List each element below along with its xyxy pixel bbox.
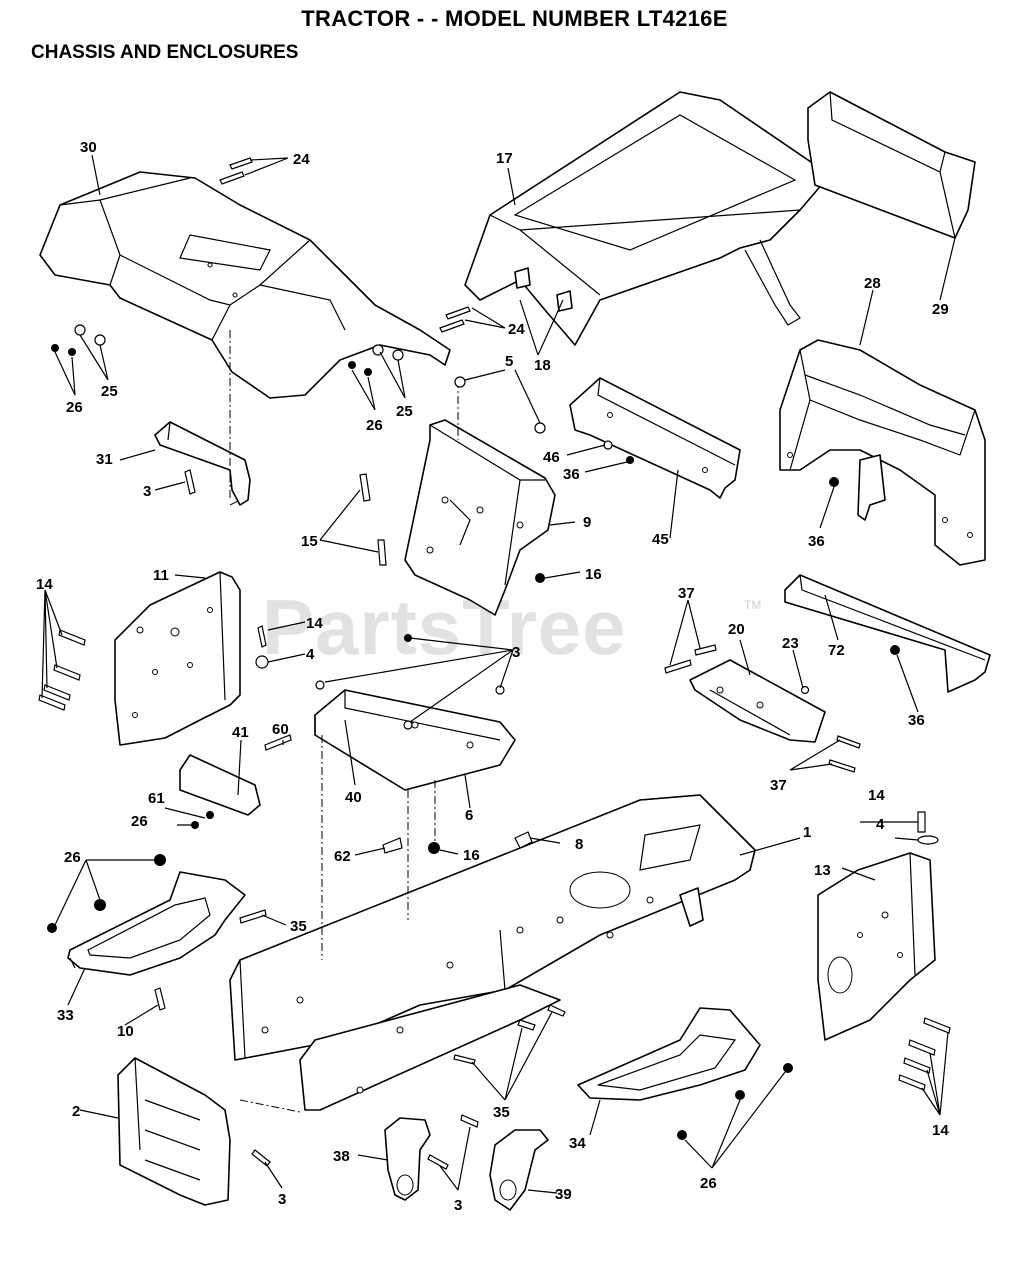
callout-36: 36 [808, 533, 825, 550]
callout-11: 11 [153, 567, 169, 584]
part-bracket-45 [569, 377, 741, 499]
callout-34: 34 [569, 1135, 586, 1152]
callout-25: 25 [101, 383, 118, 400]
part-footrest-34 [577, 1007, 761, 1101]
part-side-panel-13 [817, 852, 936, 1041]
part-hood-30 [39, 171, 451, 399]
callout-3: 3 [512, 644, 520, 661]
callout-38: 38 [333, 1148, 350, 1165]
callout-39: 39 [555, 1186, 572, 1203]
callout-26: 26 [131, 813, 148, 830]
callout-3: 3 [143, 483, 151, 500]
part-bracket-2 [117, 1057, 231, 1206]
callout-24: 24 [508, 321, 525, 338]
callout-31: 31 [96, 451, 113, 468]
callout-26: 26 [700, 1175, 717, 1192]
callout-15: 15 [301, 533, 318, 550]
callout-20: 20 [728, 621, 745, 638]
callout-8: 8 [575, 836, 583, 853]
section-subtitle: CHASSIS AND ENCLOSURES [31, 42, 299, 63]
callout-28: 28 [864, 275, 881, 292]
watermark-trademark: TM [744, 598, 762, 612]
callout-26: 26 [366, 417, 383, 434]
callout-16: 16 [585, 566, 602, 583]
callout-36: 36 [563, 466, 580, 483]
callout-14: 14 [306, 615, 323, 632]
part-side-panel-11 [114, 571, 241, 746]
callout-16: 16 [463, 847, 480, 864]
callout-26: 26 [64, 849, 81, 866]
callout-30: 30 [80, 139, 97, 156]
part-rear-panel-29 [807, 91, 976, 239]
callout-18: 18 [534, 357, 551, 374]
callout-40: 40 [345, 789, 362, 806]
callout-3: 3 [278, 1191, 286, 1208]
callout-35: 35 [493, 1104, 510, 1121]
part-plate-41 [179, 754, 261, 816]
callout-29: 29 [932, 301, 949, 318]
callout-5: 5 [505, 353, 513, 370]
part-footrest-33 [67, 871, 246, 976]
callout-41: 41 [232, 724, 249, 741]
part-bracket-72 [784, 574, 991, 693]
callout-61: 61 [148, 790, 165, 807]
callout-9: 9 [583, 514, 591, 531]
callout-10: 10 [117, 1023, 134, 1040]
callout-2: 2 [72, 1103, 80, 1120]
callout-35: 35 [290, 918, 307, 935]
callout-labels: 30 24 17 29 28 24 18 25 26 25 26 5 31 3 … [36, 139, 949, 1214]
callout-14: 14 [932, 1122, 949, 1139]
callout-36: 36 [908, 712, 925, 729]
part-bracket-39 [489, 1129, 549, 1211]
page-title: TRACTOR - - MODEL NUMBER LT4216E [301, 6, 728, 31]
part-bracket-20 [689, 659, 826, 743]
part-dash-17 [464, 91, 831, 346]
callout-14: 14 [868, 787, 885, 804]
callout-17: 17 [496, 150, 513, 167]
callout-1: 1 [803, 824, 811, 841]
part-plate-6 [314, 689, 516, 791]
part-panel-9 [404, 419, 556, 616]
callout-37: 37 [770, 777, 787, 794]
assembly-lines [229, 330, 459, 1113]
callout-62: 62 [334, 848, 351, 865]
callout-45: 45 [652, 531, 669, 548]
callout-4: 4 [876, 816, 885, 833]
callout-33: 33 [57, 1007, 74, 1024]
watermark-logo: PartsTree [262, 583, 627, 671]
callout-46: 46 [543, 449, 560, 466]
callout-14: 14 [36, 576, 53, 593]
callout-37: 37 [678, 585, 695, 602]
callout-3: 3 [454, 1197, 462, 1214]
part-bracket-38 [384, 1117, 431, 1201]
callout-26: 26 [66, 399, 83, 416]
callout-6: 6 [465, 807, 473, 824]
part-bracket-31 [154, 421, 251, 506]
callout-60: 60 [272, 721, 289, 738]
part-frame-1 [229, 794, 756, 1111]
part-fender-28 [779, 339, 986, 566]
leader-lines [41, 154, 956, 1194]
callout-13: 13 [814, 862, 831, 879]
callout-4: 4 [306, 646, 315, 663]
callout-24: 24 [293, 151, 310, 168]
callout-72: 72 [828, 642, 845, 659]
callout-23: 23 [782, 635, 799, 652]
callout-25: 25 [396, 403, 413, 420]
